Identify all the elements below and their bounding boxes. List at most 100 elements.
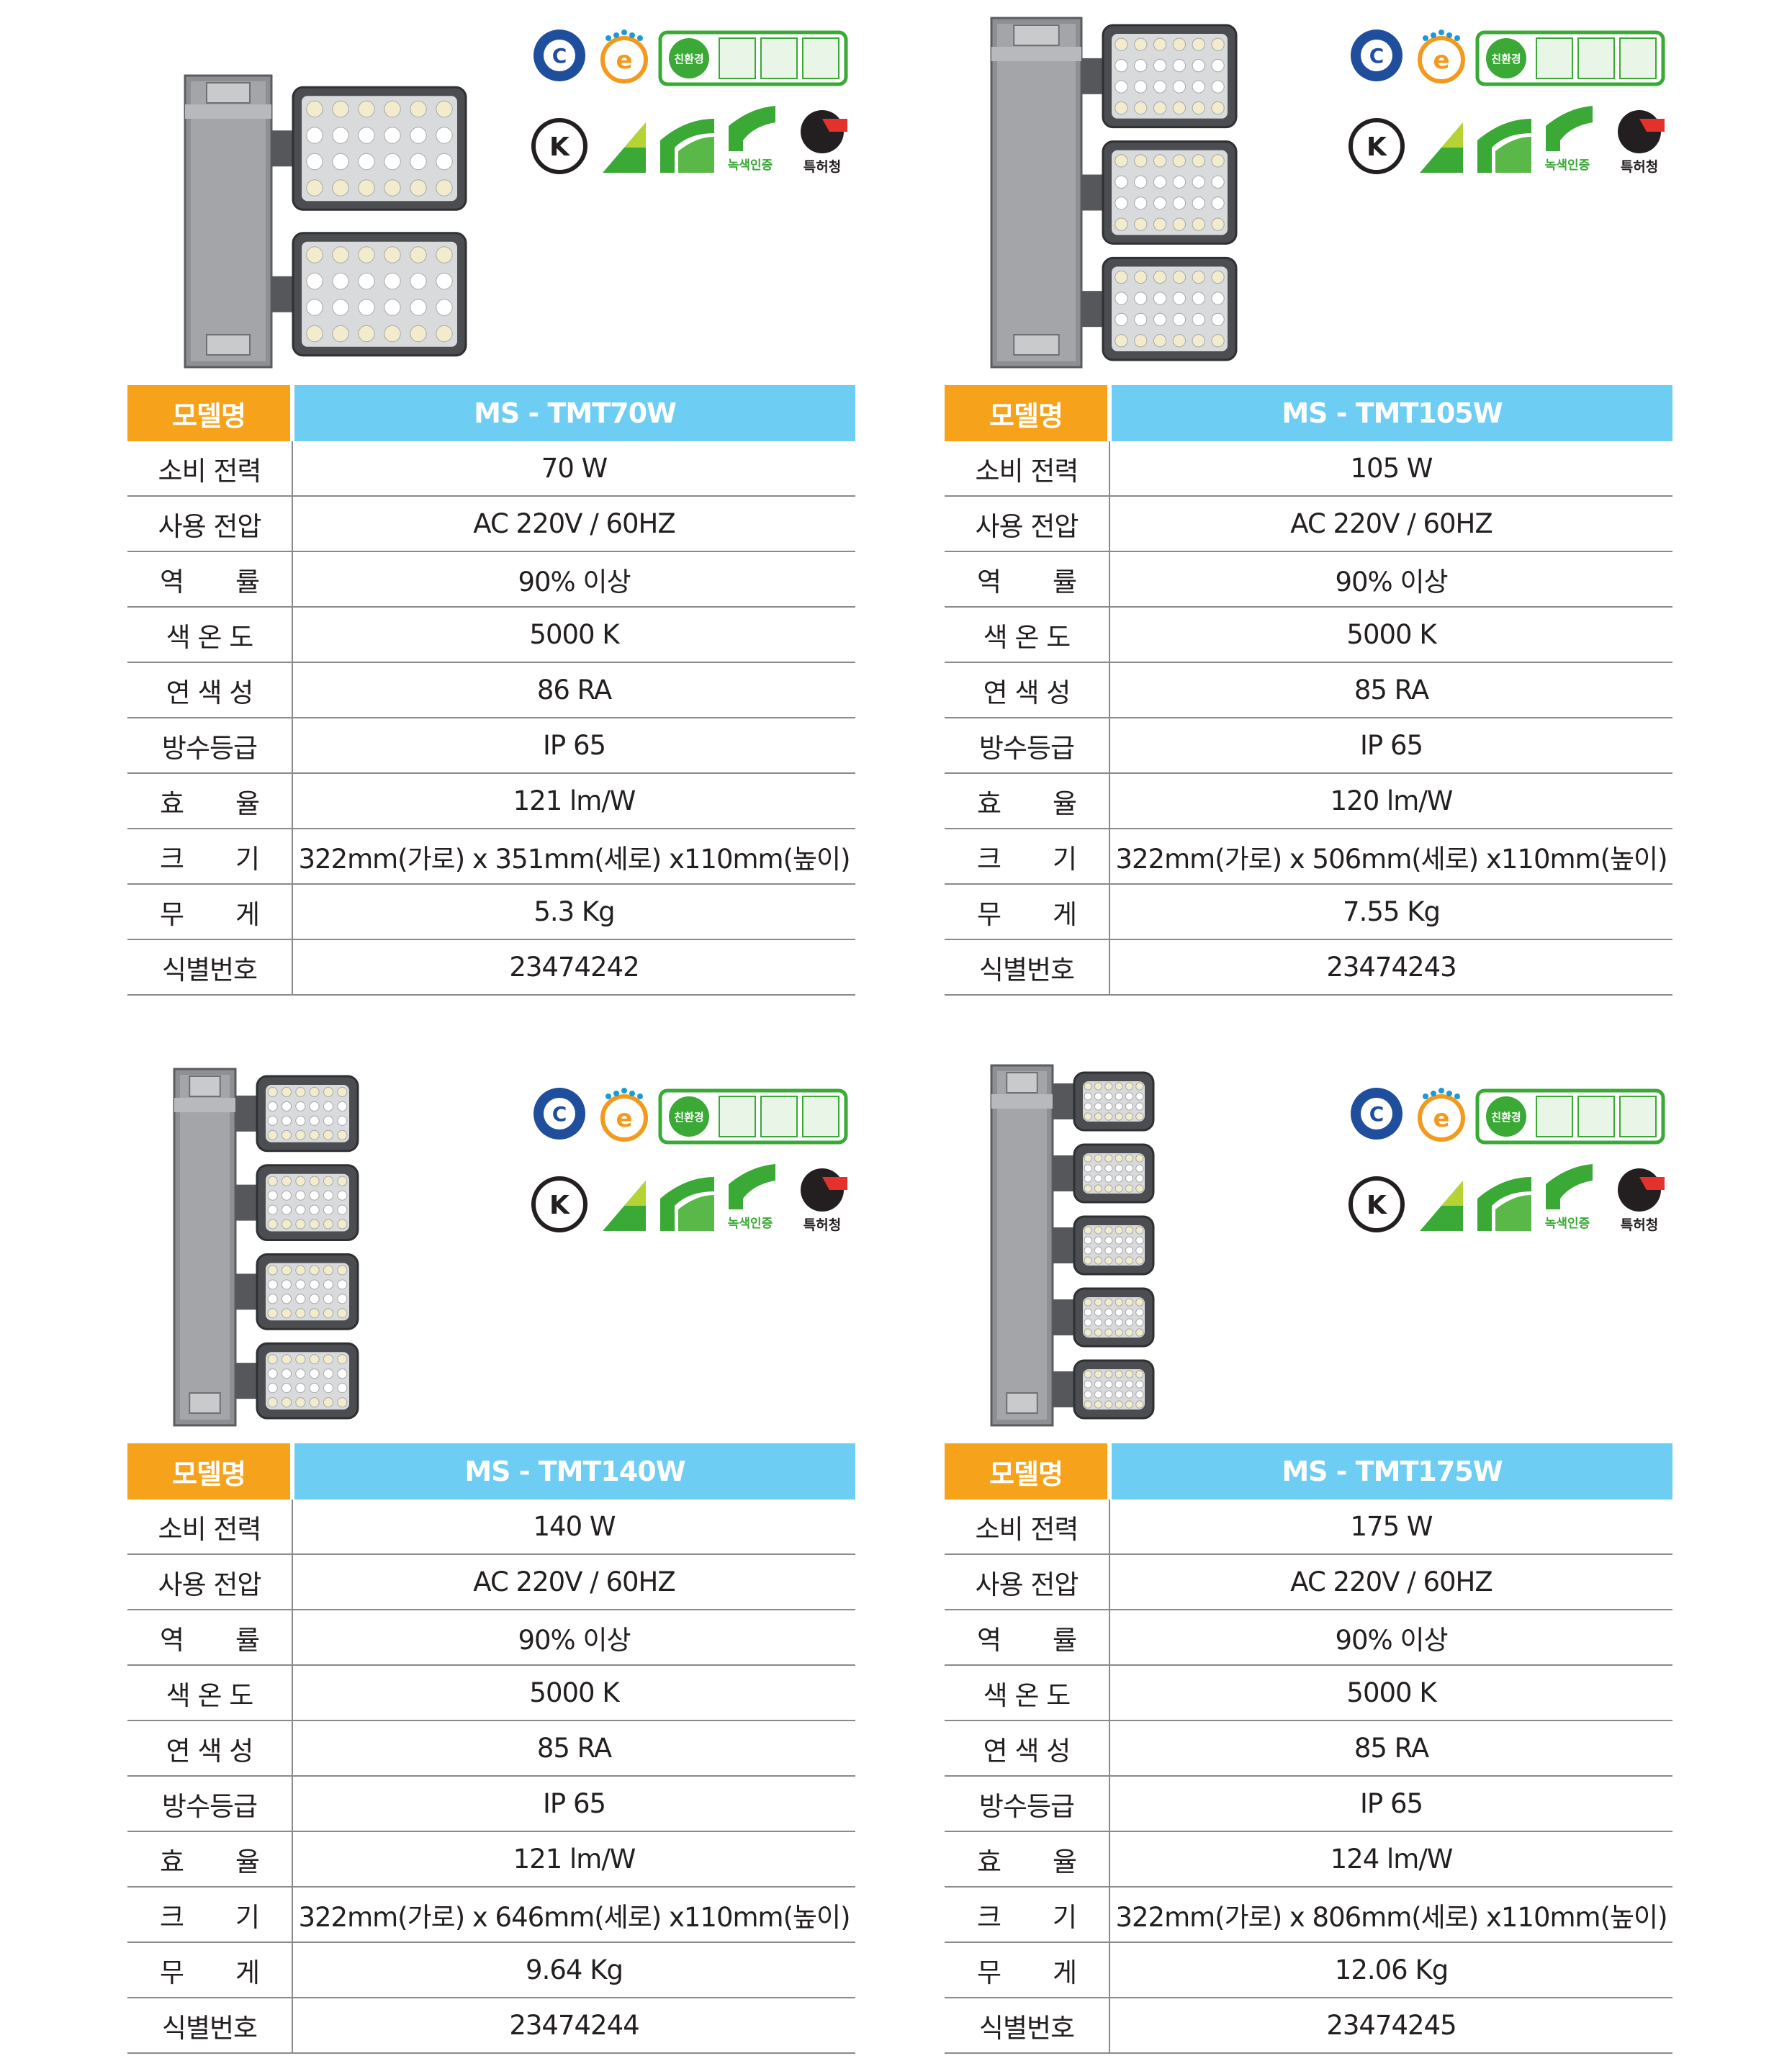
patent-icon: 특허청: [801, 110, 847, 175]
triangle-leaf-icon: [1420, 1181, 1463, 1231]
spec-label: 사용 전압: [945, 496, 1110, 552]
e-mark-icon: e: [1418, 30, 1465, 84]
spec-label: 연 색 성: [127, 662, 293, 718]
svg-text:e: e: [1433, 1104, 1449, 1133]
spec-label: 모델명: [127, 385, 294, 441]
spec-value: AC 220V / 60HZ: [292, 496, 855, 552]
spec-label: 색 온 도: [945, 607, 1110, 663]
fixture-icon: [184, 74, 467, 369]
spec-label: 색 온 도: [945, 1665, 1110, 1721]
spec-value: 322mm(가로) x 646mm(세로) x110mm(높이): [292, 1887, 855, 1943]
spec-label: 방수등급: [127, 718, 293, 774]
spec-label: 사용 전압: [945, 1554, 1110, 1610]
spec-value: 85 RA: [1109, 662, 1672, 718]
spec-value: 23474243: [1109, 939, 1672, 996]
spec-label: 모델명: [945, 385, 1112, 441]
spec-label: 색 온 도: [127, 607, 293, 663]
spec-label: 역 률: [945, 551, 1110, 608]
quality-seal-icon: C: [1351, 30, 1402, 81]
green-cert-text: 녹색인증: [728, 1217, 773, 1231]
spec-label: 소비 전력: [127, 1499, 293, 1555]
product-photo: [945, 1058, 1668, 1443]
spec-label: 크 기: [127, 1887, 293, 1943]
spec-label: 크 기: [945, 829, 1110, 885]
spec-label: 효 율: [945, 1831, 1110, 1888]
spec-value: 70 W: [292, 441, 855, 497]
spec-label: 식별번호: [127, 1998, 293, 2054]
spec-label: 무 게: [127, 884, 293, 940]
spec-value: 5000 K: [292, 1665, 855, 1721]
spec-label: 연 색 성: [127, 1720, 293, 1777]
patent-text: 특허청: [803, 1217, 841, 1233]
spec-value: 124 lm/W: [1109, 1831, 1672, 1888]
spec-value: 5000 K: [1109, 1665, 1672, 1721]
spec-label: 소비 전력: [945, 1499, 1110, 1555]
spec-label: 연 색 성: [945, 1720, 1110, 1777]
spec-label: 효 율: [945, 773, 1110, 829]
leaf-icon: [660, 1177, 714, 1231]
spec-label: 연 색 성: [945, 662, 1110, 718]
triangle-leaf-icon: [603, 122, 646, 173]
triangle-leaf-icon: [603, 1181, 646, 1231]
svg-text:K: K: [1366, 1191, 1387, 1220]
spec-label: 무 게: [127, 1942, 293, 1998]
spec-label: 식별번호: [945, 939, 1110, 996]
spec-value: 86 RA: [292, 662, 855, 718]
product-photo: [127, 1058, 851, 1443]
green-cert-icon: 녹색인증: [1545, 1164, 1593, 1231]
spec-value: IP 65: [292, 1776, 855, 1832]
spec-value: 322mm(가로) x 351mm(세로) x110mm(높이): [292, 829, 855, 885]
spec-label: 소비 전력: [127, 441, 293, 497]
svg-text:K: K: [549, 132, 570, 162]
spec-label: 사용 전압: [127, 1554, 293, 1610]
patent-text: 특허청: [1621, 159, 1658, 175]
spec-value: 121 lm/W: [292, 1831, 855, 1888]
spec-label: 효 율: [127, 773, 293, 829]
spec-label: 소비 전력: [945, 441, 1110, 497]
spec-value: 90% 이상: [292, 551, 855, 608]
kc-mark-icon: K: [1348, 118, 1405, 174]
spec-value: MS - TMT70W: [292, 385, 855, 441]
product-photo: [127, 0, 851, 385]
kc-mark-icon: K: [531, 1176, 587, 1232]
spec-value: 5000 K: [1109, 607, 1672, 663]
green-cert-text: 녹색인증: [1545, 1217, 1590, 1231]
spec-value: 9.64 Kg: [292, 1942, 855, 1998]
spec-value: 5000 K: [292, 607, 855, 663]
e-mark-icon: e: [600, 1088, 648, 1142]
svg-text:C: C: [1369, 44, 1384, 68]
spec-value: 105 W: [1109, 441, 1672, 497]
spec-label: 역 률: [945, 1610, 1110, 1666]
spec-value: IP 65: [1109, 718, 1672, 774]
fixture-icon: [990, 17, 1238, 369]
patent-icon: 특허청: [801, 1168, 847, 1233]
eco-label-icon: 친환경: [1475, 1088, 1665, 1145]
spec-value: AC 220V / 60HZ: [1109, 1554, 1672, 1610]
spec-value: 175 W: [1109, 1499, 1672, 1555]
